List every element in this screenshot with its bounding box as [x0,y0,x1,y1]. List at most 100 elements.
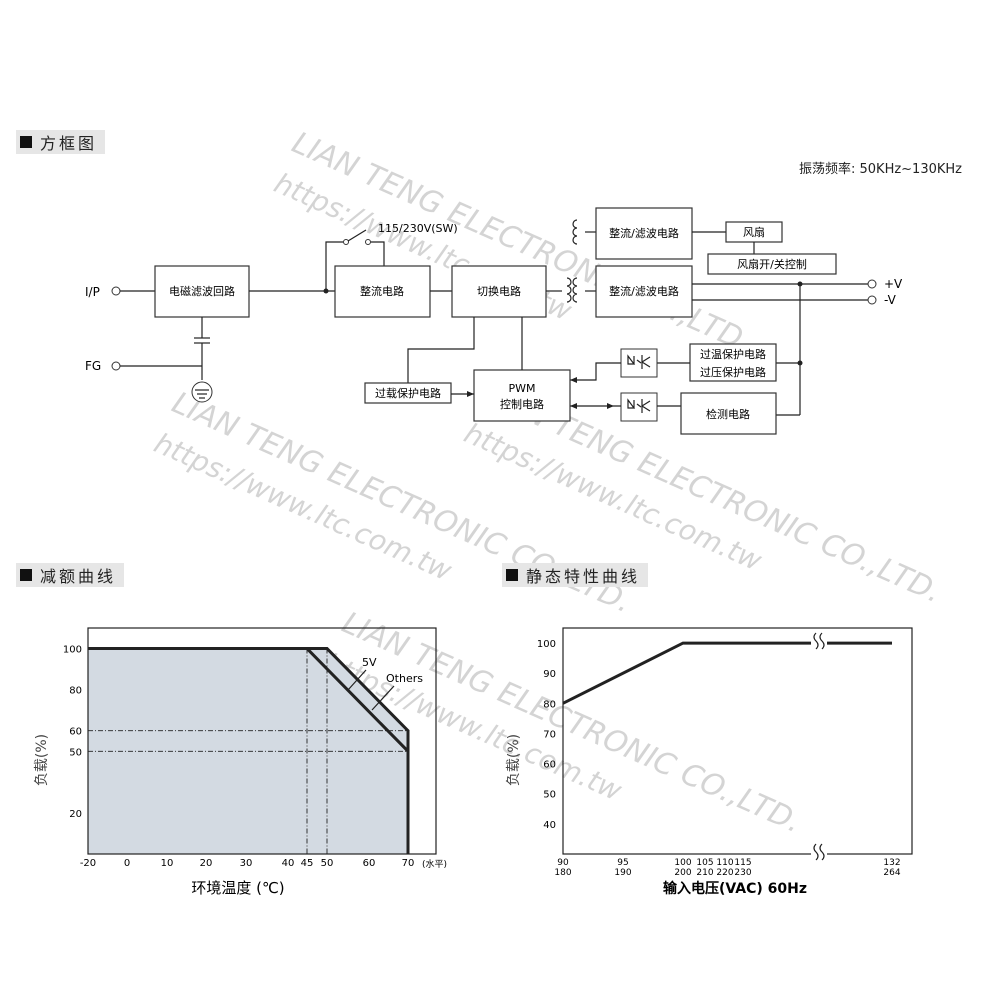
title-square-icon [506,569,518,581]
derating-x-tick: 40 [282,858,295,869]
switching-label: 切换电路 [477,284,521,298]
static-x-tick-top: 110 [716,858,733,868]
fg-terminal [111,361,121,371]
derating-x-tick: 70 [402,858,415,869]
derating-title-text: 减额曲线 [40,567,117,586]
detect-block: 检测电路 [680,392,777,435]
fan-label: 风扇 [743,225,765,239]
static-y-tick: 100 [537,639,556,650]
detect-label: 检测电路 [706,407,750,421]
static-y-tick: 90 [543,669,556,680]
derating-ylabel: 负载(%) [34,734,50,786]
block-diagram-title-text: 方框图 [40,134,98,153]
legend-others: Others [386,672,423,685]
derating-y-tick: 80 [69,686,82,697]
olp-block: 过载保护电路 [364,382,452,404]
legend-5v: 5V [362,656,377,669]
switching-block: 切换电路 [451,265,547,318]
emi-filter-block: 电磁滤波回路 [154,265,250,318]
rectifier-block: 整流电路 [334,265,431,318]
transformer-top-icon [572,219,578,245]
frequency-label: 振荡频率: 50KHz~130KHz [798,162,962,177]
derating-y-tick: 100 [63,645,82,656]
derating-x-tick: 60 [363,858,376,869]
fan-block: 风扇 [725,221,783,243]
derating-x-tick: 50 [321,858,334,869]
fan-control-label: 风扇开/关控制 [737,257,807,271]
static-x-tick-bottom: 190 [614,868,631,878]
rectifier-label: 整流电路 [360,284,404,298]
static-title: 静态特性曲线 [502,563,649,587]
static-curve [562,641,892,705]
optocoupler-icon [620,392,658,422]
static-x-tick-top: 90 [557,858,569,868]
rectifier-filter-main-block: 整流/滤波电路 [595,265,693,318]
title-square-icon [20,136,32,148]
ground-icon [191,381,213,403]
static-title-text: 静态特性曲线 [526,567,641,586]
derating-x-tick: 30 [240,858,253,869]
rectifier-filter-top-block: 整流/滤波电路 [595,207,693,260]
derating-chart: 5V Others 20 50 60 80 100 -20 0 10 20 30 40 45 50 60… [34,627,447,897]
derating-x-tick: -20 [80,858,96,869]
derating-line-others [88,647,410,854]
static-x-tick-bottom: 220 [716,868,733,878]
rectifier-filter-top-label: 整流/滤波电路 [609,226,679,240]
static-x-tick-top: 132 [883,858,900,868]
pwm-block: PWM 控制电路 [473,369,571,422]
static-y-tick: 80 [543,699,556,710]
static-x-tick-top: 115 [734,858,751,868]
olp-label: 过载保护电路 [375,386,441,400]
static-x-tick-bottom: 180 [554,868,571,878]
switch-contact [343,239,349,245]
watermark-url: https://www.ltc.com.tw [149,426,457,587]
block-diagram: I/P FG 电磁滤波回路 115/230V(SW) 整流电路 切换电路 整 [85,207,903,435]
ip-terminal [111,286,121,296]
static-x-tick-bottom: 264 [883,868,900,878]
derating-x-tick: 10 [161,858,174,869]
derating-x-tick: 20 [200,858,213,869]
otp-label: 过温保护电路 [700,347,766,361]
static-y-tick: 60 [543,760,556,771]
derating-y-tick: 20 [69,809,82,820]
derating-x-tick: 45 [301,858,314,869]
rectifier-filter-main-label: 整流/滤波电路 [609,284,679,298]
static-x-tick-bottom: 200 [674,868,691,878]
derating-x-unit: (水平) [422,858,447,870]
derating-y-tick: 50 [69,747,82,758]
transformer-main-icon [566,277,578,303]
derating-y-tick: 60 [69,727,82,738]
fan-control-block: 风扇开/关控制 [707,253,837,275]
derating-x-tick: 0 [124,858,130,869]
switch-label: 115/230V(SW) [378,222,458,235]
static-y-tick: 40 [543,820,556,831]
vplus-label: +V [884,277,903,291]
emi-filter-label: 电磁滤波回路 [169,285,235,298]
axis-break-icon [811,843,827,862]
vplus-terminal [867,279,877,289]
ip-label: I/P [85,285,100,299]
fg-label: FG [85,359,101,373]
static-y-tick: 50 [543,790,556,801]
ovp-label: 过压保护电路 [700,365,766,379]
pwm-label-line1: PWM [508,382,535,395]
static-x-tick-bottom: 210 [696,868,713,878]
static-y-tick: 70 [543,729,556,740]
static-x-tick-top: 95 [617,858,628,868]
axis-break-icon [811,632,827,650]
static-xlabel: 输入电压(VAC) 60Hz [663,880,807,897]
optocoupler-icon [620,348,658,378]
static-x-tick-top: 105 [696,858,713,868]
switch-contact [365,239,371,245]
static-x-tick-bottom: 230 [734,868,751,878]
derating-xlabel: 环境温度 (℃) [191,879,284,897]
protection-block: 过温保护电路 过压保护电路 [689,343,777,382]
block-diagram-title: 方框图 [16,130,106,154]
title-square-icon [20,569,32,581]
vminus-label: -V [884,293,897,307]
vminus-terminal [867,295,877,305]
static-x-tick-top: 100 [674,858,691,868]
derating-title: 减额曲线 [16,563,125,587]
static-ylabel: 负载(%) [506,734,522,786]
